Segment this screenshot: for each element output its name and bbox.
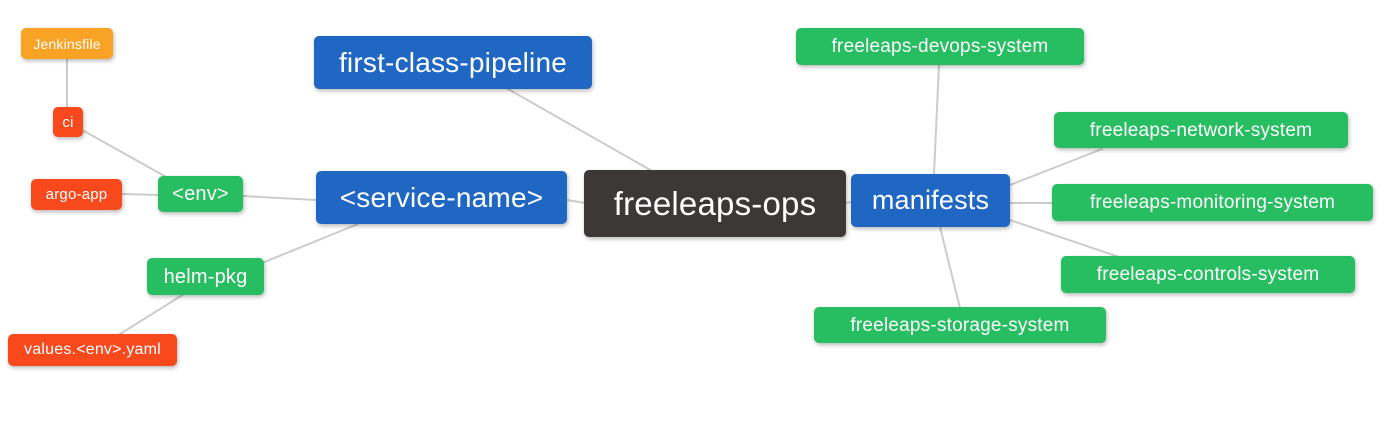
node-env[interactable]: <env> [158, 176, 243, 212]
node-argo-app-label: argo-app [45, 186, 108, 203]
node-argo-app[interactable]: argo-app [31, 179, 122, 210]
edge-servicename-root [566, 199, 586, 204]
node-values-env-yaml-label: values.<env>.yaml [24, 341, 161, 358]
edge-manifests-storage-system [939, 226, 961, 309]
node-monitoring-system[interactable]: freeleaps-monitoring-system [1052, 184, 1373, 221]
node-env-label: <env> [172, 183, 229, 205]
node-values-env-yaml[interactable]: values.<env>.yaml [8, 334, 177, 366]
edge-ci-env [83, 130, 169, 179]
node-root-freeleaps-ops[interactable]: freeleaps-ops [584, 170, 846, 237]
node-manifests-label: manifests [871, 185, 990, 215]
node-controls-system[interactable]: freeleaps-controls-system [1061, 256, 1355, 293]
edge-helmpkg-valuesyaml [116, 293, 185, 337]
node-storage-system-label: freeleaps-storage-system [850, 314, 1070, 336]
node-jenkinsfile[interactable]: Jenkinsfile [21, 28, 113, 59]
node-ci[interactable]: ci [53, 107, 83, 137]
edge-servicename-helmpkg [261, 223, 359, 264]
node-devops-system[interactable]: freeleaps-devops-system [796, 28, 1084, 65]
edge-manifests-network-system [1009, 148, 1103, 186]
edge-manifests-devops-system [933, 64, 940, 175]
edge-manifests-controls-system [1009, 219, 1123, 259]
node-network-system[interactable]: freeleaps-network-system [1054, 112, 1348, 148]
edge-pipeline-root [507, 88, 653, 172]
node-storage-system[interactable]: freeleaps-storage-system [814, 307, 1106, 343]
node-manifests[interactable]: manifests [851, 174, 1010, 227]
node-ci-label: ci [62, 113, 74, 131]
node-helm-pkg-label: helm-pkg [163, 265, 248, 288]
node-first-class-pipeline[interactable]: first-class-pipeline [314, 36, 592, 89]
node-service-name[interactable]: <service-name> [316, 171, 567, 224]
node-service-name-label: <service-name> [339, 181, 544, 213]
node-root-freeleaps-ops-label: freeleaps-ops [613, 185, 817, 222]
edge-env-servicename [242, 195, 317, 201]
node-first-class-pipeline-label: first-class-pipeline [338, 46, 568, 78]
node-jenkinsfile-label: Jenkinsfile [33, 35, 101, 52]
edge-argoapp-env [121, 193, 159, 196]
node-devops-system-label: freeleaps-devops-system [831, 36, 1049, 57]
node-controls-system-label: freeleaps-controls-system [1096, 264, 1320, 285]
node-helm-pkg[interactable]: helm-pkg [147, 258, 264, 295]
node-monitoring-system-label: freeleaps-monitoring-system [1089, 192, 1336, 213]
node-network-system-label: freeleaps-network-system [1089, 119, 1313, 141]
